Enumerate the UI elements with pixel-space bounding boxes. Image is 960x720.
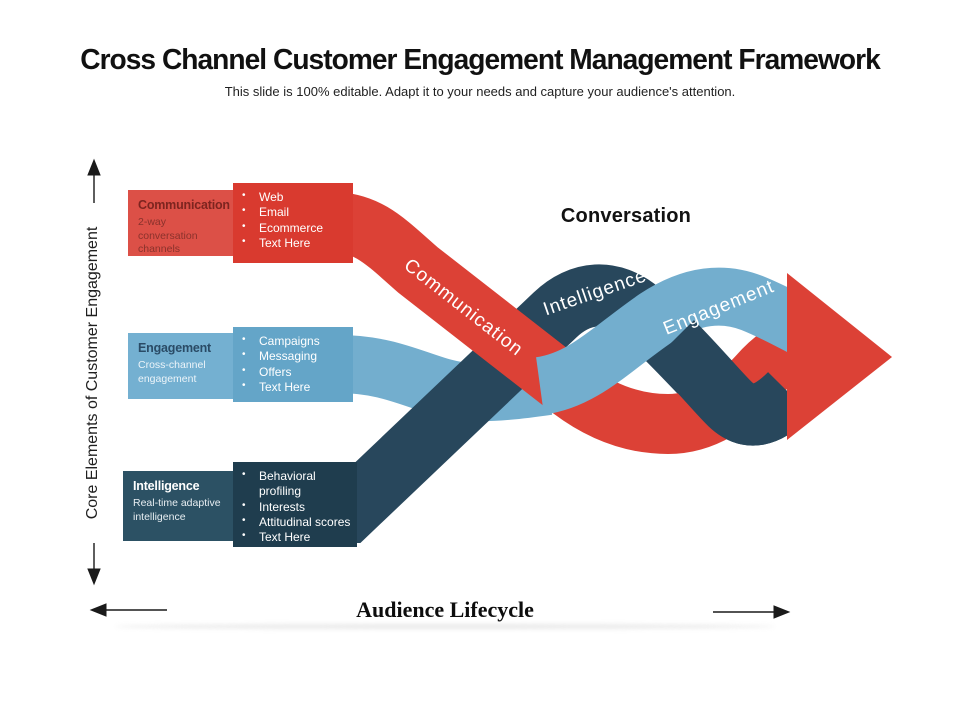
right-arrowhead-icon — [773, 605, 791, 619]
bullet-text: Messaging — [259, 349, 318, 364]
bullet-icon: • — [242, 349, 246, 361]
horizontal-axis-arrows — [89, 603, 791, 619]
list-item: • Campaigns — [242, 334, 349, 349]
bullet-text: Behavioral profiling — [259, 469, 316, 499]
list-item: • Messaging — [242, 349, 349, 364]
communication-bullet-panel: • Web • Email • Ecommerce • Text Here — [233, 183, 353, 263]
list-item: • Attitudinal scores — [242, 515, 353, 530]
list-item: • Offers — [242, 365, 349, 380]
left-arrowhead-icon — [89, 603, 107, 617]
intelligence-bullet-panel: • Behavioral profiling • Interests • Attitu… — [233, 462, 357, 547]
bullet-text: Interests — [259, 499, 306, 514]
intelligence-box-title: Intelligence — [133, 479, 200, 493]
engagement-box-subtitle: Cross-channel engagement — [138, 359, 206, 385]
communication-box-subtitle: 2-way conversation channels — [138, 216, 198, 256]
bullet-text: Web — [259, 190, 284, 204]
up-arrowhead-icon — [87, 158, 101, 176]
engagement-box-title: Engagement — [138, 341, 212, 355]
bullet-icon: • — [242, 469, 246, 480]
bullet-icon: • — [242, 380, 246, 392]
bullet-icon: • — [242, 190, 246, 201]
intelligence-label-box: Intelligence Real-time adaptive intellig… — [123, 471, 233, 541]
flow-arrowhead — [787, 273, 892, 440]
axis-shadow — [115, 624, 775, 629]
bullet-icon: • — [242, 515, 246, 527]
communication-box-title: Communication — [138, 198, 230, 212]
communication-ribbon — [250, 192, 808, 455]
list-item: • Email — [242, 205, 349, 220]
down-arrowhead-icon — [87, 568, 101, 586]
bullet-icon: • — [242, 364, 246, 376]
bullet-text: Campaigns — [259, 334, 320, 348]
list-item: • Ecommerce — [242, 221, 349, 236]
bullet-text: Text Here — [259, 530, 311, 545]
bullet-icon: • — [242, 205, 246, 217]
bullet-text: Text Here — [259, 236, 311, 251]
horizontal-axis-label: Audience Lifecycle — [356, 597, 534, 622]
list-item: • Text Here — [242, 380, 349, 395]
vertical-axis-label: Core Elements of Customer Engagement — [82, 203, 104, 543]
bullet-text: Attitudinal scores — [259, 515, 351, 530]
page-title: Cross Channel Customer Engagement Manage… — [80, 44, 881, 76]
engagement-bullet-panel: • Campaigns • Messaging • Offers • Text Here — [233, 327, 353, 402]
engagement-bullet-list: • Campaigns • Messaging • Offers • Text Here — [242, 334, 349, 395]
intelligence-ribbon-right — [649, 320, 812, 446]
bullet-icon: • — [242, 499, 246, 511]
intelligence-bullet-list: • Behavioral profiling • Interests • Attitu… — [242, 469, 353, 546]
conversation-label: Conversation — [560, 205, 692, 227]
list-item: • Behavioral profiling — [242, 469, 353, 500]
bullet-text: Ecommerce — [259, 220, 324, 235]
bullet-text: Text Here — [259, 380, 311, 395]
bullet-text: Offers — [259, 364, 292, 379]
communication-label-box: Communication 2-way conversation channel… — [128, 190, 233, 256]
bullet-icon: • — [242, 334, 246, 345]
list-item: • Text Here — [242, 530, 353, 545]
bullet-icon: • — [242, 236, 246, 248]
bullet-text: Email — [259, 205, 290, 220]
engagement-ribbon-right — [534, 267, 814, 415]
list-item: • Text Here — [242, 236, 349, 251]
engagement-label-box: Engagement Cross-channel engagement — [128, 333, 233, 399]
bullet-icon: • — [242, 220, 246, 232]
intelligence-box-subtitle: Real-time adaptive intelligence — [133, 497, 221, 523]
list-item: • Interests — [242, 500, 353, 515]
page-subtitle: This slide is 100% editable. Adapt it to… — [224, 84, 736, 99]
communication-bullet-list: • Web • Email • Ecommerce • Text Here — [242, 190, 349, 251]
list-item: • Web — [242, 190, 349, 205]
bullet-icon: • — [242, 530, 246, 542]
